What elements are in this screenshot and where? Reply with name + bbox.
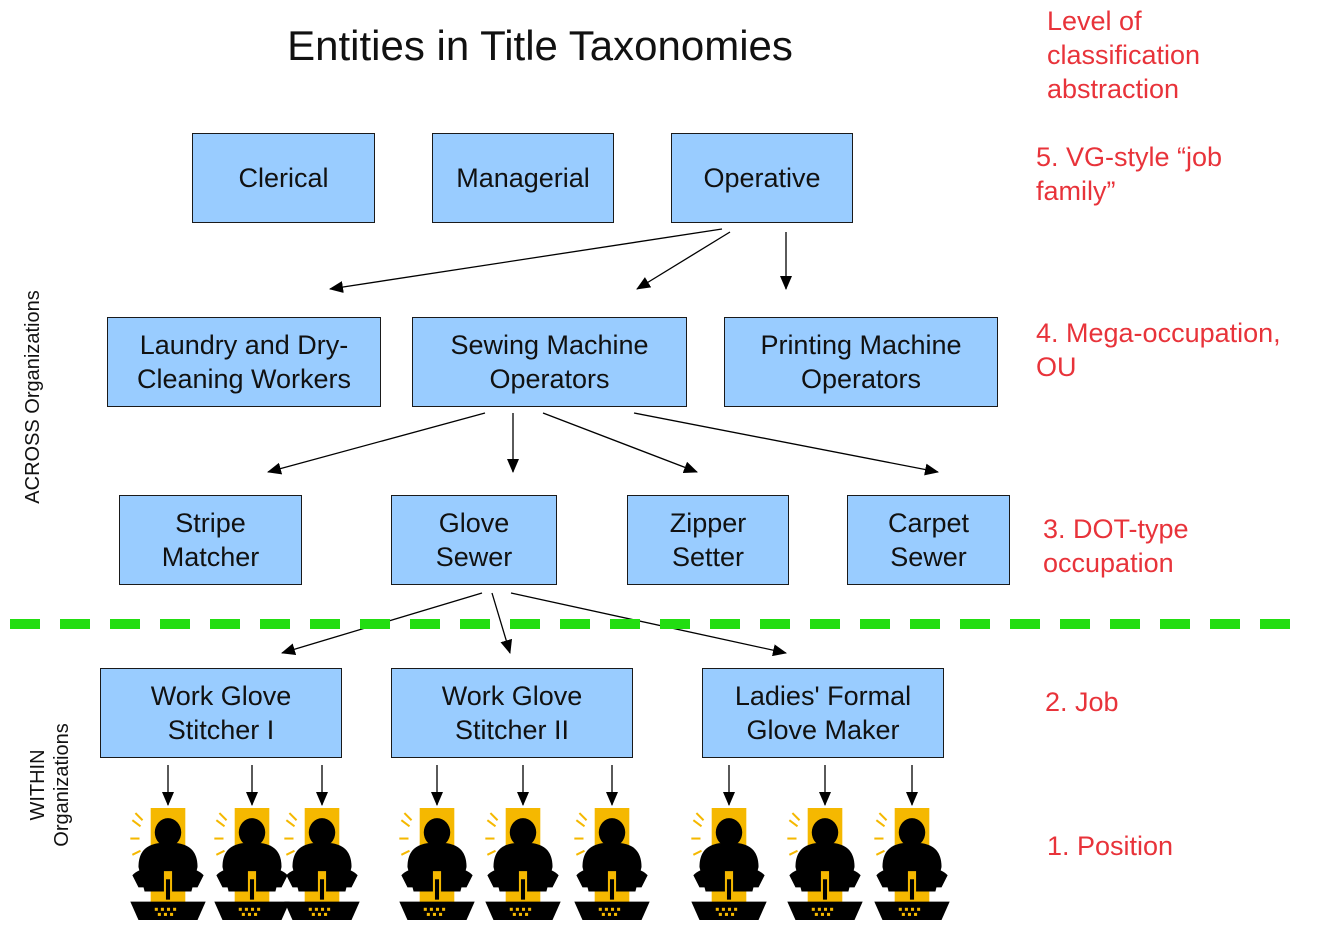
job-family-box: Operative <box>671 133 853 223</box>
worker-icon <box>874 808 950 920</box>
level-header: Level of classification abstraction <box>1047 6 1201 104</box>
dot-occupation-box: Zipper Setter <box>627 495 789 585</box>
worker-icon <box>399 808 475 920</box>
dot-occupation-box: Carpet Sewer <box>847 495 1010 585</box>
connector-arrow <box>636 231 731 290</box>
connector-arrow <box>633 412 939 476</box>
mega-occupation-box: Printing Machine Operators <box>724 317 998 407</box>
job-box: Ladies' Formal Glove Maker <box>702 668 944 758</box>
level-4-label: 4. Mega-occupation, OU <box>1036 318 1281 382</box>
dot-occupation-box: Stripe Matcher <box>119 495 302 585</box>
connector-arrow <box>267 412 486 475</box>
mega-occupation-box: Sewing Machine Operators <box>412 317 687 407</box>
level-1-label: 1. Position <box>1047 831 1174 861</box>
connector-arrow <box>542 412 698 473</box>
worker-icon <box>787 808 863 920</box>
connector-arrow <box>491 592 513 654</box>
worker-icon <box>130 808 206 920</box>
worker-icon <box>691 808 767 920</box>
level-3-label: 3. DOT-type occupation <box>1043 514 1189 578</box>
mega-occupation-box: Laundry and Dry- Cleaning Workers <box>107 317 381 407</box>
connector-arrow <box>329 228 723 293</box>
worker-icon <box>214 808 290 920</box>
diagram-title: Entities in Title Taxonomies <box>287 22 793 69</box>
job-box: Work Glove Stitcher I <box>100 668 342 758</box>
dot-occupation-box: Glove Sewer <box>391 495 557 585</box>
worker-icon <box>284 808 360 920</box>
job-box: Work Glove Stitcher II <box>391 668 633 758</box>
level-2-label: 2. Job <box>1045 687 1119 717</box>
job-family-box: Managerial <box>432 133 614 223</box>
connector-arrow <box>510 592 787 657</box>
job-family-box: Clerical <box>192 133 375 223</box>
worker-icon <box>574 808 650 920</box>
worker-icon <box>485 808 561 920</box>
level-5-label: 5. VG-style “job family” <box>1036 142 1223 206</box>
